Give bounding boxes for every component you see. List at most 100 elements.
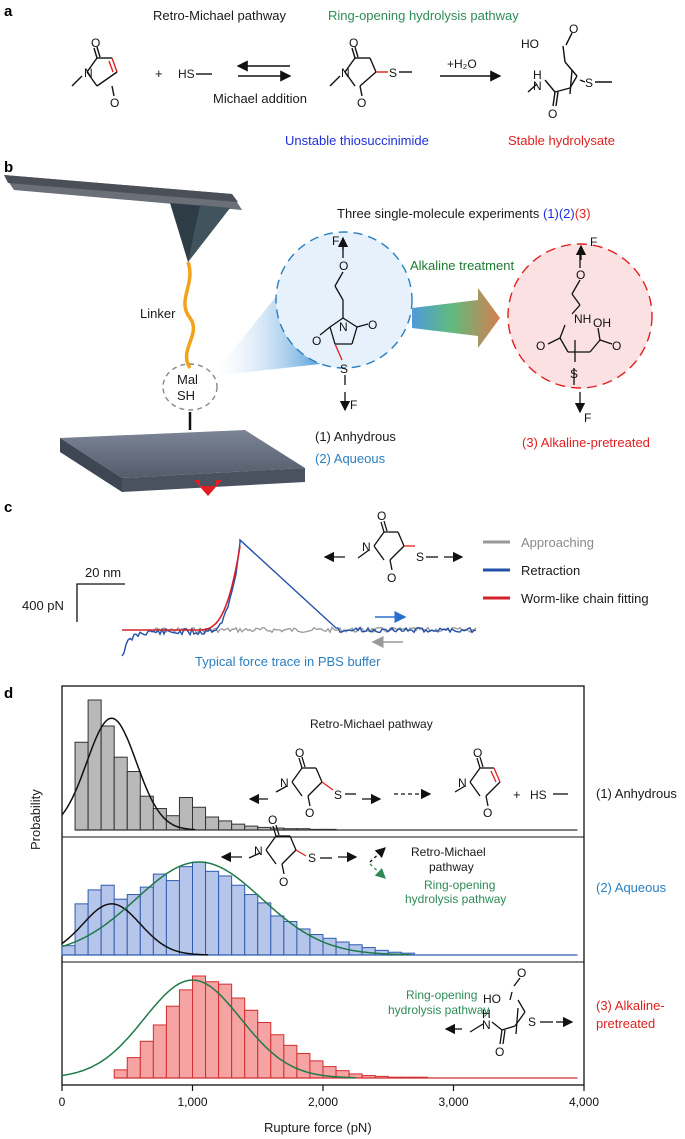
- x-tick-label: 2,000: [308, 1095, 338, 1109]
- retro-michael-heading: Retro-Michael pathway: [153, 8, 286, 23]
- histogram-bar: [244, 894, 259, 956]
- d2-retro-line1: Retro-Michael: [411, 845, 486, 859]
- histogram-bar: [165, 815, 180, 831]
- d2-ring-line1: Ring-opening: [424, 878, 495, 892]
- hydrolysate-s: S: [585, 76, 593, 90]
- linker-molecule: [183, 261, 196, 369]
- histogram-bar: [139, 886, 154, 956]
- thiosuccinimide-o1: O: [349, 36, 358, 50]
- b-right-o: O: [576, 268, 585, 282]
- hydrolysate-o1: O: [569, 22, 578, 36]
- histogram-bar: [296, 928, 311, 956]
- panel-a-letter: a: [4, 3, 13, 20]
- d-molecule-3: [469, 977, 553, 1045]
- d3-ring-line2: hydrolysis pathway: [388, 1003, 489, 1017]
- histogram-bar: [205, 981, 220, 1079]
- scale-x-label: 20 nm: [85, 565, 121, 580]
- histogram-bar: [205, 870, 220, 956]
- b-right-o3: O: [612, 339, 621, 353]
- x-tick-label: 0: [59, 1095, 66, 1109]
- d1-o4: O: [483, 806, 492, 820]
- d-molecule-2: [248, 824, 332, 875]
- histogram-bar: [100, 725, 115, 831]
- b-right-nh: NH: [574, 312, 591, 326]
- d3-o2: O: [495, 1045, 504, 1059]
- thiosuccinimide-o2: O: [357, 96, 366, 110]
- histogram-bar: [139, 795, 154, 831]
- d2-ring-line2: hydrolysis pathway: [405, 892, 506, 906]
- histogram-bar: [87, 699, 102, 831]
- histogram-bar: [126, 1057, 141, 1079]
- alkaline-treatment-label: Alkaline treatment: [410, 258, 514, 273]
- unstable-label: Unstable thiosuccinimide: [285, 133, 429, 148]
- d-label-alkaline-1: (3) Alkaline-: [596, 998, 665, 1013]
- histogram-bar: [192, 975, 207, 1079]
- d3-h: H: [482, 1007, 491, 1021]
- equilibrium-arrows: [236, 60, 292, 82]
- aqueous-label: (2) Aqueous: [315, 451, 386, 466]
- x-tick-label: 1,000: [177, 1095, 207, 1109]
- d2-o2: O: [279, 875, 288, 889]
- force-bottom-left: F: [350, 398, 357, 412]
- histogram-alkaline: [61, 975, 578, 1079]
- b-left-o3: O: [312, 334, 321, 348]
- d-label-alkaline-2: pretreated: [596, 1016, 655, 1031]
- x-axis-label: Rupture force (pN): [264, 1120, 372, 1135]
- panel-c: c 20 nm 400 pN O N O S Approaching: [4, 499, 649, 669]
- maleimide-o2: O: [110, 96, 119, 110]
- histogram-bar: [178, 797, 193, 831]
- histogram-bar: [152, 1024, 167, 1079]
- legend-approaching: Approaching: [521, 535, 594, 550]
- d3-ring-line1: Ring-opening: [406, 988, 477, 1002]
- pull-direction-arrow: [194, 480, 222, 496]
- histogram-bar: [309, 934, 324, 956]
- x-tick-label: 4,000: [569, 1095, 599, 1109]
- force-trace: [121, 538, 477, 657]
- molecule-b-left: [319, 243, 369, 385]
- d-label-anhydrous: (1) Anhydrous: [596, 786, 677, 801]
- y-axis-label: Probability: [28, 789, 43, 850]
- force-top-left: F: [332, 234, 339, 248]
- alkaline-pretreated-label: (3) Alkaline-pretreated: [522, 435, 650, 450]
- x-tick-label: 3,000: [438, 1095, 468, 1109]
- panel-b: b Linker Mal SH Three single-molecule ex…: [4, 159, 653, 496]
- c-o1: O: [377, 509, 386, 523]
- thiosuccinimide-n: N: [341, 66, 350, 80]
- histogram-bar: [192, 861, 207, 956]
- histogram-bar: [113, 1069, 128, 1079]
- b-left-n: N: [339, 320, 348, 334]
- d-molecule-1: [275, 756, 568, 807]
- d1-o3: O: [473, 746, 482, 760]
- c-n: N: [362, 540, 371, 554]
- d3-n: N: [482, 1018, 491, 1032]
- histogram-bar: [218, 983, 233, 1079]
- d3-s: S: [528, 1015, 536, 1029]
- linker-label: Linker: [140, 306, 176, 321]
- alkaline-pretreated-circle: [507, 243, 653, 389]
- alkaline-treatment-arrow: [412, 288, 500, 348]
- histogram-bar: [296, 1053, 311, 1079]
- hydrolysate-structure: [527, 32, 612, 107]
- d3-o1: O: [517, 966, 526, 980]
- histogram-bar: [218, 820, 233, 831]
- panel-a: a Retro-Michael pathway Ring-opening hyd…: [4, 3, 615, 148]
- x-axis: 0 1,000 2,000 3,000 4,000: [59, 1085, 599, 1109]
- experiments-title: Three single-molecule experiments (1)(2)…: [337, 206, 591, 221]
- afm-substrate: [60, 430, 305, 492]
- afm-cantilever: [4, 175, 242, 262]
- hydrolysate-h: H: [533, 68, 542, 82]
- histogram-bar: [165, 1005, 180, 1079]
- histogram-bar: [87, 889, 102, 956]
- thiosuccinimide-s: S: [389, 66, 397, 80]
- histogram-bar: [231, 884, 246, 956]
- histogram-bar: [218, 875, 233, 956]
- force-top-right: F: [590, 235, 597, 249]
- trace-caption: Typical force trace in PBS buffer: [195, 654, 381, 669]
- histogram-bar: [231, 823, 246, 831]
- c-o2: O: [387, 571, 396, 585]
- b-right-o2: O: [536, 339, 545, 353]
- panel-c-letter: c: [4, 499, 12, 516]
- histogram-anhydrous: [61, 699, 578, 831]
